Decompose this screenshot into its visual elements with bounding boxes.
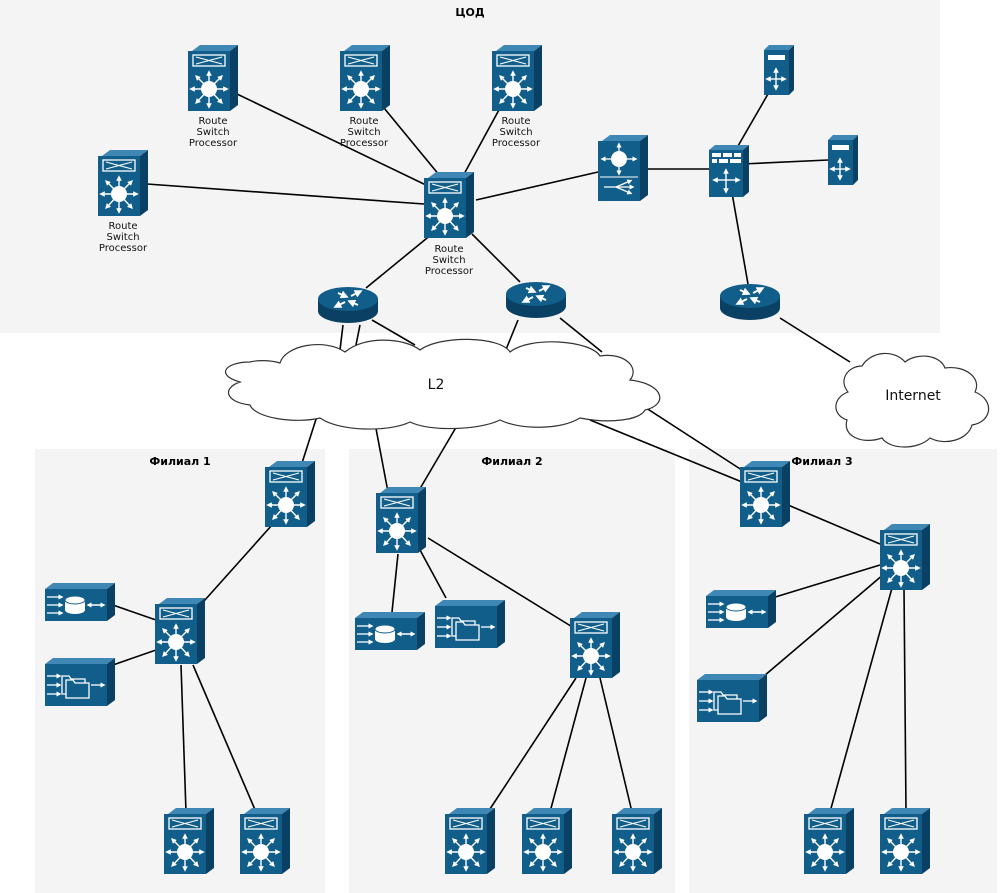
- link-b2-access1: [487, 677, 577, 813]
- rsp-label-line2: Switch: [347, 127, 380, 138]
- rsp-label-line3: Processor: [189, 138, 238, 149]
- rsp-label-line1: Route: [501, 116, 530, 127]
- rsp-switch-2: Route Switch Processor: [340, 45, 390, 149]
- link-b3-access1: [829, 587, 893, 813]
- link-b3-fileserver: [763, 573, 885, 677]
- link-b2-storage: [391, 553, 399, 613]
- rsp-label-line2: Switch: [106, 232, 139, 243]
- link-rsp4-core: [146, 183, 425, 205]
- file-server-icon: [697, 674, 767, 722]
- link-b3-edge-dist: [787, 504, 881, 545]
- link-b1-edge-dist: [195, 524, 273, 611]
- multilayer-switch-icon: [570, 612, 620, 678]
- link-firewall-server2: [741, 159, 829, 165]
- server-icon: [764, 45, 794, 95]
- dc-zone-title: ЦОД: [455, 6, 485, 19]
- storage-icon: [706, 590, 776, 628]
- link-b2-access3: [599, 677, 633, 813]
- l2-cloud: L2: [225, 338, 661, 430]
- multilayer-switch-icon: [880, 524, 930, 590]
- link-b1-access1: [180, 664, 187, 813]
- rsp-label-line2: Switch: [499, 127, 532, 138]
- internet-cloud: Internet: [835, 352, 990, 448]
- link-core-router2: [471, 233, 521, 283]
- link-router1-l2-a: [339, 324, 344, 351]
- rsp-label-line3: Processor: [492, 138, 541, 149]
- multilayer-switch-icon: [740, 461, 790, 527]
- multilayer-switch-icon: [492, 45, 542, 111]
- file-server-icon: [45, 658, 115, 706]
- link-l2-branch1: [301, 412, 319, 464]
- rsp-label-line1: Route: [434, 244, 463, 255]
- multilayer-switch-icon: [880, 808, 930, 874]
- multilayer-switch-icon: [804, 808, 854, 874]
- link-core-lb: [475, 171, 599, 201]
- link-rsp1-core: [236, 93, 429, 187]
- link-b3-storage: [771, 564, 881, 599]
- rsp-label-line1: Route: [349, 116, 378, 127]
- link-b2-fileserver: [419, 549, 447, 599]
- multilayer-switch-icon: [98, 150, 148, 216]
- link-b2-edge-dist: [427, 537, 575, 629]
- rsp-label-line3: Processor: [340, 138, 389, 149]
- rsp-label-line2: Switch: [432, 255, 465, 266]
- file-server-icon: [435, 600, 505, 648]
- rsp-switch-4: Route Switch Processor: [98, 150, 148, 254]
- multilayer-switch-icon: [155, 598, 205, 664]
- multilayer-switch-icon: [188, 45, 238, 111]
- link-router2-l2-a: [504, 319, 519, 353]
- multilayer-switch-icon: [164, 808, 214, 874]
- rsp-switch-3: Route Switch Processor: [492, 45, 542, 149]
- multilayer-switch-icon: [612, 808, 662, 874]
- router-icon: [720, 284, 780, 320]
- connection-lines: [109, 93, 907, 813]
- multilayer-switch-icon: [522, 808, 572, 874]
- rsp-label-line3: Processor: [425, 266, 474, 277]
- link-l2-branch2-b: [417, 423, 459, 493]
- router-icon: [318, 287, 378, 323]
- storage-icon: [355, 612, 425, 650]
- storage-icon: [45, 583, 115, 621]
- link-rsp2-core: [383, 107, 441, 177]
- link-l2-branch2-a: [373, 417, 389, 493]
- multilayer-switch-icon: [265, 461, 315, 527]
- rsp-switch-1: Route Switch Processor: [188, 45, 238, 149]
- multilayer-switch-icon: [240, 808, 290, 874]
- branch2-zone-title: Филиал 2: [481, 455, 542, 468]
- rsp-core-switch: Route Switch Processor: [424, 172, 474, 277]
- link-firewall-edge-router: [731, 192, 749, 285]
- firewall-icon: [709, 145, 749, 197]
- multilayer-switch-icon: [340, 45, 390, 111]
- internet-cloud-label: Internet: [885, 388, 941, 404]
- link-l2-branch3-a: [589, 419, 743, 483]
- link-b1-storage: [109, 603, 157, 621]
- link-b3-access2: [903, 587, 907, 813]
- rsp-label-line1: Route: [198, 116, 227, 127]
- rsp-label-line3: Processor: [99, 243, 148, 254]
- load-balancer-icon: [598, 135, 648, 201]
- server-icon: [828, 135, 858, 185]
- link-b1-fileserver: [109, 649, 157, 667]
- link-firewall-server1: [737, 93, 769, 147]
- link-router1-l2-c: [371, 319, 416, 346]
- router-icon: [506, 282, 566, 318]
- link-edge-router-internet: [779, 317, 851, 363]
- multilayer-switch-icon: [424, 172, 474, 238]
- link-rsp3-core: [462, 107, 501, 177]
- branch3-zone-title: Филиал 3: [791, 455, 852, 468]
- rsp-label-line2: Switch: [196, 127, 229, 138]
- multilayer-switch-icon: [445, 808, 495, 874]
- l2-cloud-label: L2: [428, 377, 445, 393]
- link-b2-access2: [549, 677, 587, 813]
- link-core-router1: [365, 233, 433, 289]
- link-router2-l2-b: [559, 317, 603, 353]
- rsp-label-line1: Route: [108, 221, 137, 232]
- multilayer-switch-icon: [376, 487, 426, 553]
- link-b1-access2: [192, 664, 257, 813]
- branch1-zone-title: Филиал 1: [149, 455, 210, 468]
